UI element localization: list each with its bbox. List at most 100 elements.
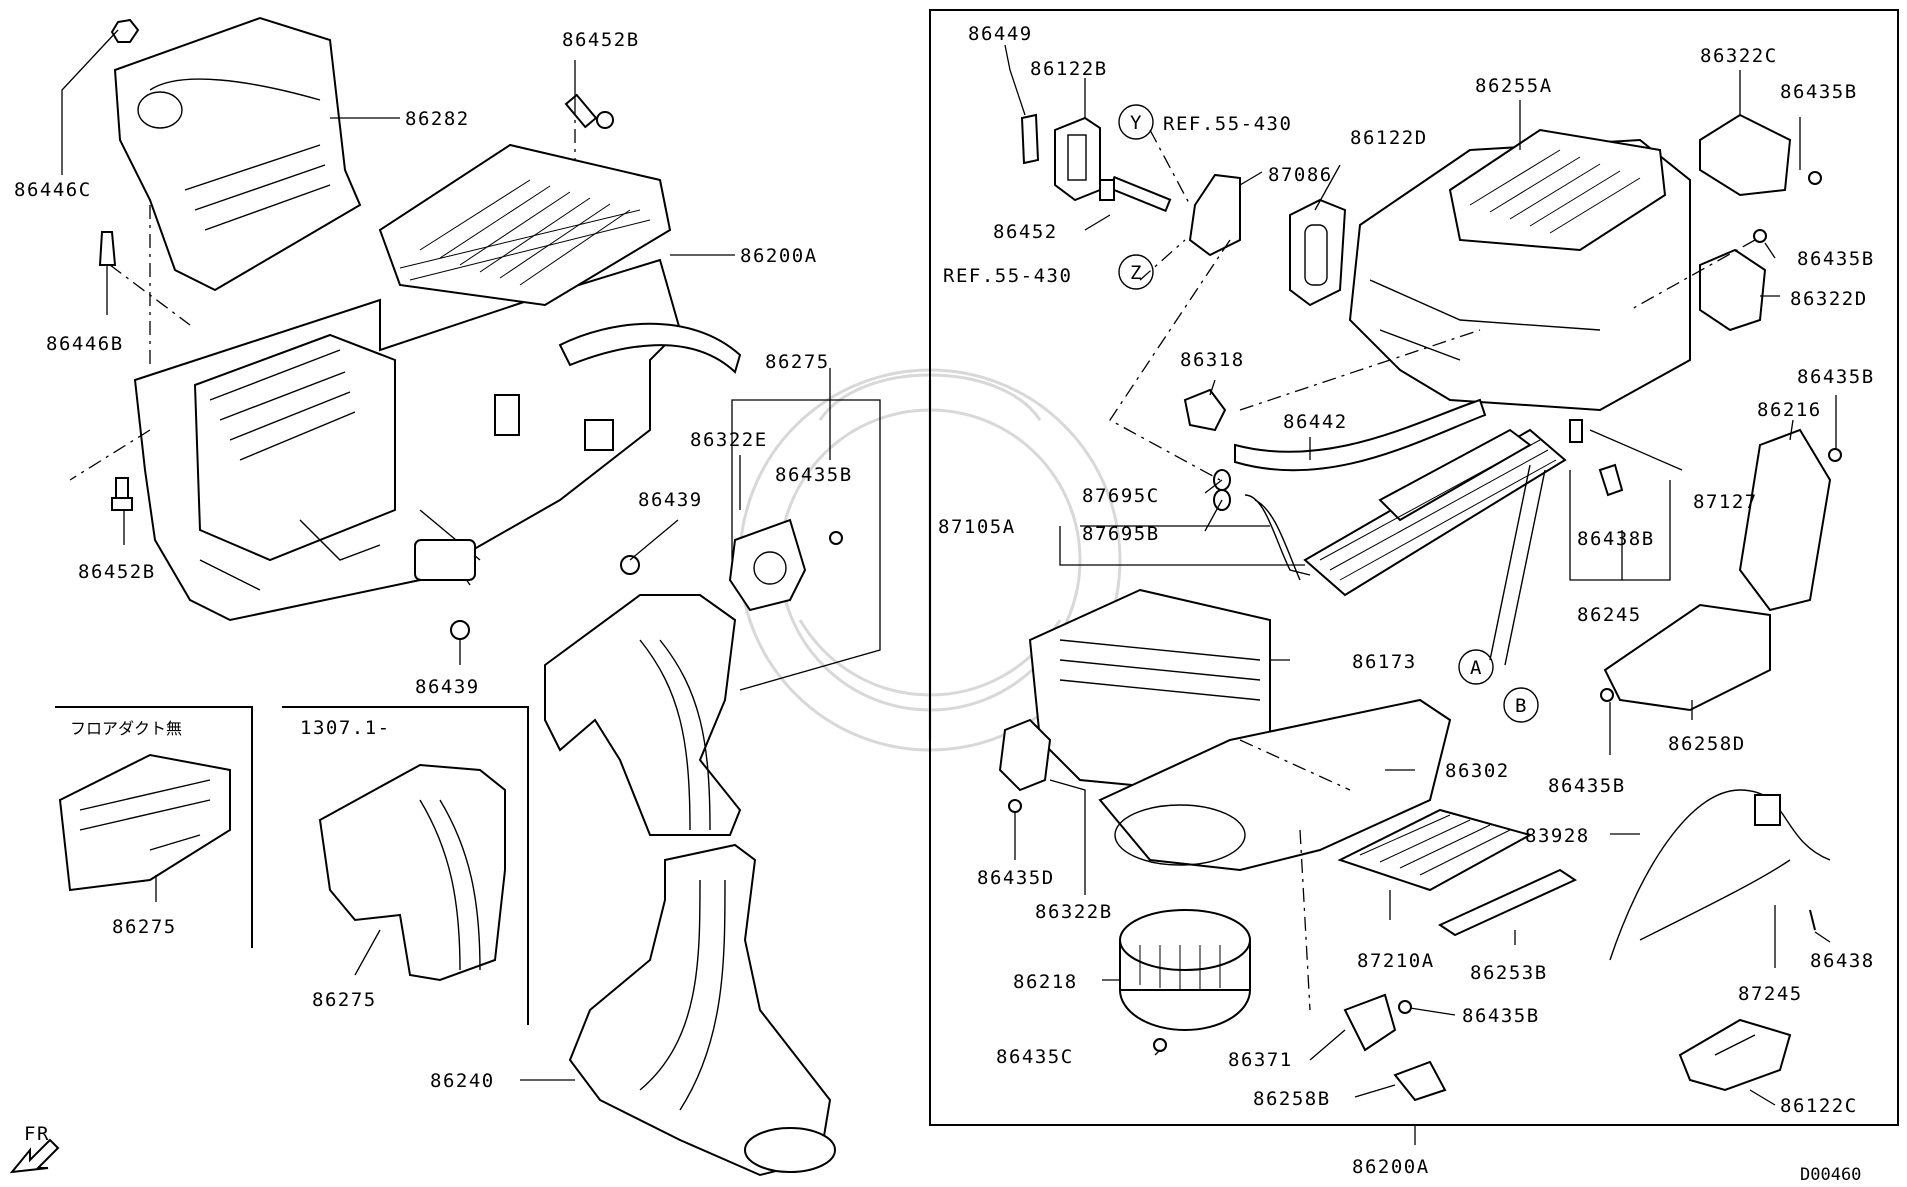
subbox-left-title: フロアダクト無	[70, 719, 182, 738]
ref-circle-z	[1118, 254, 1154, 290]
label-86322E: 86322E	[690, 429, 768, 451]
front-arrow-icon	[9, 1138, 60, 1174]
label-86435B-r1: 86435B	[1780, 81, 1858, 103]
drain-pipes	[1489, 464, 1546, 666]
actuator-86322B	[998, 718, 1052, 792]
screw-86435B-r3	[1828, 448, 1842, 462]
label-86435B-r4: 86435B	[1548, 775, 1626, 797]
screw-86435B-left	[829, 531, 843, 545]
pad-86122C	[1678, 1018, 1792, 1092]
duct-no-floor	[58, 753, 231, 892]
label-86322B: 86322B	[1035, 901, 1113, 923]
dashed-reference-lines	[69, 100, 1756, 1011]
label-86173: 86173	[1352, 651, 1417, 673]
clip-86438B	[1598, 463, 1624, 497]
label-87695B: 87695B	[1082, 523, 1160, 545]
label-86435C: 86435C	[996, 1046, 1074, 1068]
label-87695C: 87695C	[1082, 485, 1160, 507]
label-86435D: 86435D	[977, 867, 1055, 889]
label-86371: 86371	[1228, 1049, 1293, 1071]
label-86438: 86438	[1810, 950, 1875, 972]
bolt-86452	[1099, 175, 1172, 213]
duct-86216	[1738, 428, 1832, 612]
label-86218: 86218	[1013, 971, 1078, 993]
resistor-86371	[1343, 993, 1397, 1052]
bracket-86258B	[1393, 1060, 1447, 1102]
actuator-86322C	[1699, 113, 1792, 197]
upper-case-86255A	[1348, 128, 1691, 412]
label-86446C: 86446C	[14, 179, 92, 201]
bolt-86452B-bottom	[111, 477, 133, 511]
right-assembly-frame	[929, 9, 1899, 1126]
expansion-valve-87086	[1188, 173, 1241, 257]
diagram-id: D00460	[1800, 1165, 1861, 1185]
ref-circle-y-label: Y	[1130, 112, 1143, 134]
label-86452B-top: 86452B	[562, 29, 640, 51]
label-86446B: 86446B	[46, 333, 124, 355]
label-86449: 86449	[968, 23, 1033, 45]
seal-86449	[1020, 113, 1040, 165]
label-86275-box2: 86275	[312, 989, 377, 1011]
blower-case-86302	[1098, 698, 1452, 872]
label-86452: 86452	[993, 221, 1058, 243]
screw-86435B-r1	[1808, 171, 1822, 185]
label-86240: 86240	[430, 1070, 495, 1092]
label-86435B-left: 86435B	[775, 464, 853, 486]
screw-86435B-r2	[1753, 229, 1767, 243]
actuator-86322E	[728, 518, 807, 612]
cover-86253B	[1437, 868, 1578, 937]
label-86275-box1: 86275	[112, 916, 177, 938]
actuator-86322D	[1699, 248, 1767, 332]
label-86439-b: 86439	[415, 676, 480, 698]
label-87086: 87086	[1268, 164, 1333, 186]
rivet-86446B	[98, 231, 117, 266]
ref-circle-a	[1458, 649, 1494, 685]
filter-87210A	[1337, 808, 1533, 892]
label-86258B: 86258B	[1253, 1088, 1331, 1110]
label-86122C: 86122C	[1780, 1095, 1858, 1117]
label-86318: 86318	[1180, 349, 1245, 371]
label-86435B-r2: 86435B	[1797, 248, 1875, 270]
label-87245: 87245	[1738, 983, 1803, 1005]
duct-86258D	[1603, 603, 1771, 712]
clip-86438	[1809, 909, 1816, 931]
wiring-harness-83928	[1609, 789, 1831, 961]
ref-circle-b-label: B	[1515, 695, 1528, 717]
sensor-86318	[1183, 388, 1227, 432]
nut-86439-b	[450, 620, 470, 640]
leader-lines	[61, 29, 1837, 1145]
label-86435B-r3: 86435B	[1797, 366, 1875, 388]
label-86282: 86282	[405, 108, 470, 130]
subbox-mid-title: 1307.1-	[300, 717, 391, 739]
label-87127: 87127	[1693, 491, 1758, 513]
ref-circle-z-label: Z	[1130, 262, 1143, 284]
label-86245: 86245	[1577, 604, 1642, 626]
clip-86446C	[110, 18, 140, 43]
label-86122B: 86122B	[1030, 58, 1108, 80]
label-86253B: 86253B	[1470, 962, 1548, 984]
label-86435B-r5: 86435B	[1462, 1005, 1540, 1027]
pad-86122C-slot	[1714, 1034, 1756, 1056]
gasket-86122D	[1289, 198, 1347, 307]
duct-1307	[318, 763, 506, 982]
evaporator-86245	[1303, 428, 1567, 597]
subbox-no-floor-duct	[55, 706, 253, 948]
label-86322D: 86322D	[1790, 288, 1868, 310]
clip-87127	[1569, 419, 1583, 443]
screw-86435B-r5	[1398, 1000, 1412, 1014]
left-main-heater-unit	[113, 16, 742, 622]
label-87105A: 87105A	[938, 516, 1016, 538]
connector-87245	[1754, 794, 1781, 826]
ref-circle-b	[1503, 687, 1539, 723]
subbox-1307	[282, 706, 529, 1025]
ref-circle-a-label: A	[1470, 657, 1483, 679]
label-86439-a: 86439	[638, 489, 703, 511]
blower-motor-86218	[1119, 909, 1251, 1031]
label-86275-top: 86275	[765, 351, 830, 373]
rear-duct-86240	[568, 843, 836, 1177]
nut-86439-a	[620, 555, 640, 575]
label-86322C: 86322C	[1700, 45, 1778, 67]
part-labels: 86446C 86282 86452B 86200A 86446B 86275 …	[14, 23, 1875, 1185]
front-indicator: FR	[24, 1123, 50, 1145]
